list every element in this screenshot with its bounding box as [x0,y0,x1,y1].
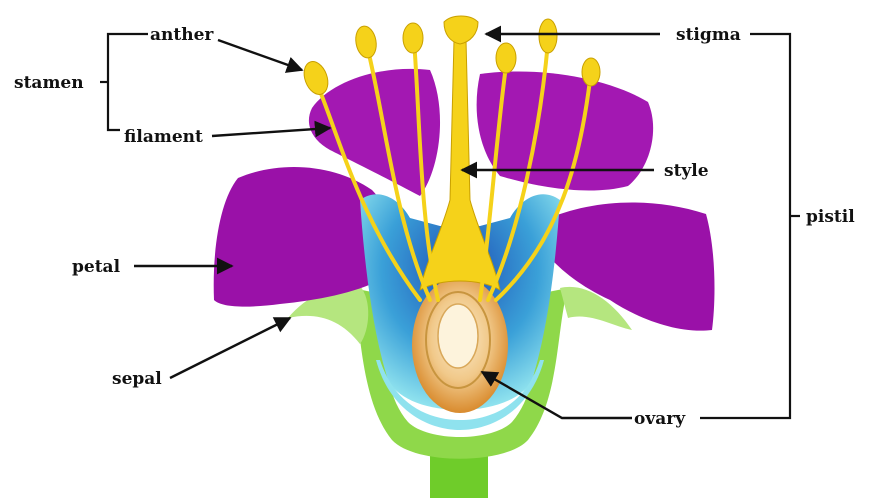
label-anther: anther [150,25,214,45]
label-filament: filament [124,127,203,147]
anther-2 [353,25,378,60]
label-ovary: ovary [634,409,686,429]
label-stigma: stigma [676,25,741,45]
ovule [438,304,478,368]
anther-1 [300,58,332,97]
label-petal: petal [72,257,121,277]
pistil-bracket [700,34,790,418]
anther-4 [496,43,516,73]
label-pistil: pistil [806,207,855,227]
label-stamen: stamen [14,73,84,93]
label-sepal: sepal [112,369,162,389]
anther-6 [582,58,600,86]
anther-3 [403,23,423,53]
label-style: style [664,161,709,181]
sepal-arrow [170,318,290,378]
anther-5 [539,19,557,53]
stamen-bracket [108,34,148,130]
anther-arrow [218,40,302,70]
stigma [444,16,478,44]
